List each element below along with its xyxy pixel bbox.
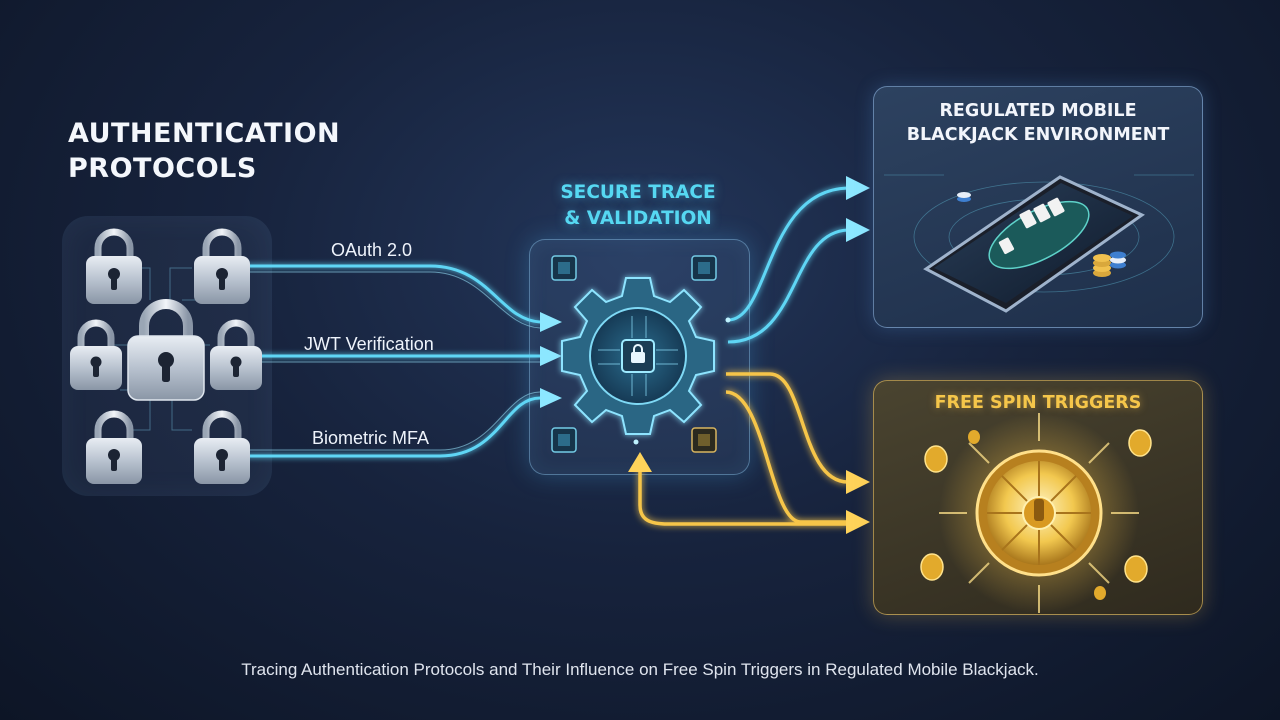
gear-icon <box>561 277 715 435</box>
title-line: & VALIDATION <box>564 208 712 229</box>
section-title-authentication: AUTHENTICATION PROTOCOLS <box>68 116 368 186</box>
title-line: BLACKJACK ENVIRONMENT <box>906 125 1170 145</box>
slot-wheel-icon <box>975 449 1103 577</box>
lock-cluster <box>70 228 262 484</box>
center-title: SECURE TRACE & VALIDATION <box>520 180 756 232</box>
cyan-flow-lines <box>246 264 541 458</box>
gold-arrowheads <box>628 452 870 534</box>
cyan-output-lines <box>727 186 849 344</box>
lock-icon <box>631 344 645 363</box>
cyan-output-arrowheads <box>846 176 870 242</box>
figure-caption: Tracing Authentication Protocols and The… <box>241 660 1039 679</box>
protocol-label-biometric: Biometric MFA <box>312 428 430 448</box>
lock-icon <box>86 410 142 484</box>
gold-output-lines <box>638 372 849 526</box>
slot-wheel-illustration <box>920 413 1152 613</box>
free-spin-triggers-card: FREE SPIN TRIGGERS <box>873 380 1203 615</box>
protocol-label-oauth: OAuth 2.0 <box>331 240 413 260</box>
title-line: SECURE TRACE <box>560 182 716 203</box>
smartphone-icon <box>923 175 1145 313</box>
title-line: AUTHENTICATION <box>68 118 341 149</box>
playing-cards-icon <box>998 197 1065 254</box>
poker-chips-icon <box>957 192 1126 277</box>
title-line: REGULATED MOBILE <box>939 101 1137 121</box>
protocol-label-jwt: JWT Verification <box>304 334 434 354</box>
lock-icon <box>70 319 122 390</box>
lock-icon <box>210 319 262 390</box>
junction-dot <box>633 439 639 445</box>
validation-engine <box>551 255 717 453</box>
card-title: REGULATED MOBILE BLACKJACK ENVIRONMENT <box>874 99 1202 147</box>
cyan-arrowheads <box>540 312 562 408</box>
coin-icon <box>920 429 1152 600</box>
cyan-flow-threads <box>246 271 541 451</box>
lock-icon <box>194 410 250 484</box>
title-line: PROTOCOLS <box>68 153 257 184</box>
lock-icon <box>127 299 205 401</box>
phone-illustration <box>884 174 1194 313</box>
chip-icon <box>551 255 717 453</box>
junction-dot <box>725 317 731 323</box>
card-title: FREE SPIN TRIGGERS <box>934 393 1142 413</box>
lock-icon <box>194 228 250 304</box>
lock-icon <box>86 228 142 304</box>
blackjack-environment-card: REGULATED MOBILE BLACKJACK ENVIRONMENT <box>873 86 1203 328</box>
